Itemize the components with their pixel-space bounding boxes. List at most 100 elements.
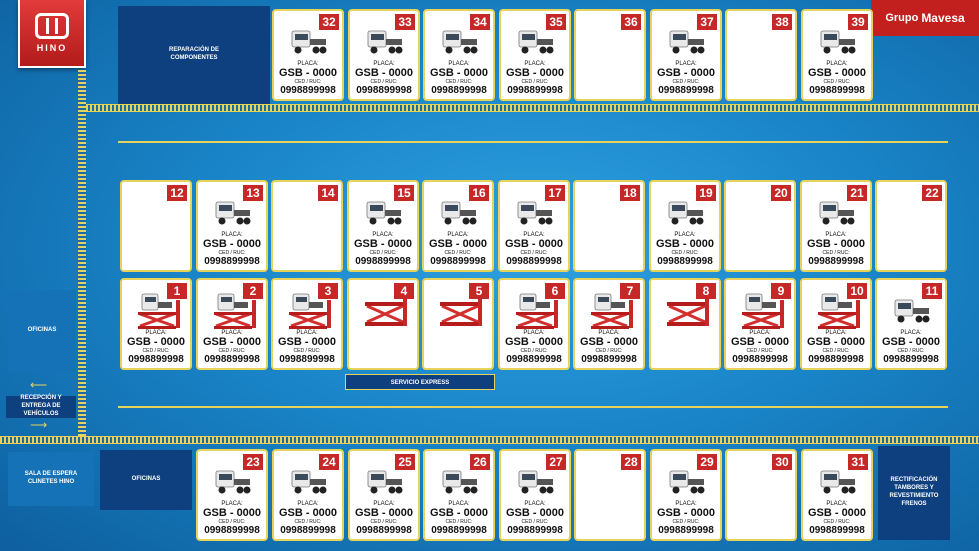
lane-line-bottom	[118, 406, 948, 408]
id-label: CED / RUC:	[897, 348, 925, 354]
id-label: CED / RUC:	[218, 519, 246, 525]
placa-label: PLACA:	[523, 330, 545, 336]
vehicle-info: PLACA: GSB - 0000 CED / RUC: 0998899998	[425, 61, 493, 96]
bay-8[interactable]: 8	[649, 278, 721, 370]
bay-9[interactable]: 9 PLACA: GSB - 0000 CED / RUC: 099889999…	[724, 278, 796, 370]
bay-22[interactable]: 22	[875, 180, 947, 272]
bay-2[interactable]: 2 PLACA: GSB - 0000 CED / RUC: 099889999…	[196, 278, 268, 370]
bay-number: 4	[394, 283, 414, 299]
group-brand: Grupo Mavesa	[871, 0, 979, 36]
bay-10[interactable]: 10 PLACA: GSB - 0000 CED / RUC: 09988999…	[800, 278, 872, 370]
truck-icon	[363, 198, 403, 228]
lift-truck-icon	[814, 292, 862, 332]
placa-label: PLACA:	[826, 61, 848, 67]
bay-21[interactable]: 21 PLACA: GSB - 0000 CED / RUC: 09988999…	[800, 180, 872, 272]
bay-28[interactable]: 28	[574, 449, 646, 541]
placa-value: GSB - 0000	[881, 336, 941, 348]
bay-1[interactable]: 1 PLACA: GSB - 0000 CED / RUC: 099889999…	[120, 278, 192, 370]
vehicle-info: PLACA: GSB - 0000 CED / RUC: 0998899998	[350, 61, 418, 96]
bay-37[interactable]: 37 PLACA: GSB - 0000 CED / RUC: 09988999…	[650, 9, 722, 101]
vehicle-info: PLACA: GSB - 0000 CED / RUC: 0998899998	[198, 330, 266, 365]
id-label: CED / RUC:	[672, 519, 700, 525]
bay-6[interactable]: 6 PLACA: GSB - 0000 CED / RUC: 099889999…	[498, 278, 570, 370]
bay-17[interactable]: 17 PLACA: GSB - 0000 CED / RUC: 09988999…	[498, 180, 570, 272]
placa-value: GSB - 0000	[428, 238, 488, 250]
lift-truck-icon	[512, 292, 560, 332]
truck-icon	[288, 27, 328, 57]
bay-38[interactable]: 38	[725, 9, 797, 101]
vehicle-info: PLACA: GSB - 0000 CED / RUC: 0998899998	[575, 330, 643, 365]
area-sala-espera: SALA DE ESPERA CLINETES HINO	[8, 452, 94, 506]
area-rectificacion-label: RECTIFICACIÓN TAMBORES Y REVESTIMIENTO F…	[889, 477, 939, 507]
placa-label: PLACA:	[825, 330, 847, 336]
vehicle-info: PLACA: GSB - 0000 CED / RUC: 0998899998	[349, 232, 417, 267]
truck-icon	[439, 467, 479, 497]
vehicle-info: PLACA: GSB - 0000 CED / RUC: 0998899998	[652, 61, 720, 96]
area-reparacion: REPARACIÓN DE COMPONENTES	[118, 6, 270, 104]
id-value: 0998899998	[431, 85, 487, 96]
bay-number: 28	[621, 454, 641, 470]
bay-33[interactable]: 33 PLACA: GSB - 0000 CED / RUC: 09988999…	[348, 9, 420, 101]
id-label: CED / RUC:	[746, 348, 774, 354]
bay-number: 34	[470, 14, 490, 30]
vehicle-info: PLACA: GSB - 0000 CED / RUC: 0998899998	[726, 330, 794, 365]
bay-15[interactable]: 15 PLACA: GSB - 0000 CED / RUC: 09988999…	[347, 180, 419, 272]
bay-30[interactable]: 30	[725, 449, 797, 541]
id-value: 0998899998	[356, 525, 412, 536]
id-label: CED / RUC:	[520, 250, 548, 256]
truck-icon	[666, 467, 706, 497]
bay-number: 9	[771, 283, 791, 299]
bay-29[interactable]: 29 PLACA: GSB - 0000 CED / RUC: 09988999…	[650, 449, 722, 541]
placa-value: GSB - 0000	[429, 507, 489, 519]
placa-value: GSB - 0000	[277, 336, 337, 348]
bay-20[interactable]: 20	[724, 180, 796, 272]
bay-number: 31	[848, 454, 868, 470]
bay-23[interactable]: 23 PLACA: GSB - 0000 CED / RUC: 09988999…	[196, 449, 268, 541]
bay-39[interactable]: 39 PLACA: GSB - 0000 CED / RUC: 09988999…	[801, 9, 873, 101]
bay-27[interactable]: 27 PLACA: GSB - 0000 CED / RUC: 09988999…	[499, 449, 571, 541]
bay-36[interactable]: 36	[574, 9, 646, 101]
placa-label: PLACA:	[373, 61, 395, 67]
group-name: Mavesa	[921, 11, 965, 25]
bay-31[interactable]: 31 PLACA: GSB - 0000 CED / RUC: 09988999…	[801, 449, 873, 541]
bay-18[interactable]: 18	[573, 180, 645, 272]
lift-icon	[436, 292, 484, 332]
placa-value: GSB - 0000	[354, 67, 414, 79]
area-oficinas-left-label: OFICINAS	[27, 327, 57, 334]
bay-4[interactable]: 4	[347, 278, 419, 370]
bay-7[interactable]: 7 PLACA: GSB - 0000 CED / RUC: 099889999…	[573, 278, 645, 370]
bay-35[interactable]: 35 PLACA: GSB - 0000 CED / RUC: 09988999…	[499, 9, 571, 101]
bay-12[interactable]: 12	[120, 180, 192, 272]
bay-13[interactable]: 13 PLACA: GSB - 0000 CED / RUC: 09988999…	[196, 180, 268, 272]
bay-14[interactable]: 14	[271, 180, 343, 272]
vehicle-info: PLACA: GSB - 0000 CED / RUC: 0998899998	[273, 330, 341, 365]
placa-label: PLACA:	[448, 501, 470, 507]
bay-number: 24	[319, 454, 339, 470]
area-rectificacion: RECTIFICACIÓN TAMBORES Y REVESTIMIENTO F…	[878, 446, 950, 540]
placa-value: GSB - 0000	[505, 507, 565, 519]
bay-24[interactable]: 24 PLACA: GSB - 0000 CED / RUC: 09988999…	[272, 449, 344, 541]
bay-number: 30	[772, 454, 792, 470]
bay-number: 37	[697, 14, 717, 30]
id-value: 0998899998	[204, 525, 260, 536]
vehicle-info: PLACA: GSB - 0000 CED / RUC: 0998899998	[501, 61, 569, 96]
bay-26[interactable]: 26 PLACA: GSB - 0000 CED / RUC: 09988999…	[423, 449, 495, 541]
bay-number: 18	[620, 185, 640, 201]
bay-11[interactable]: 11 PLACA: GSB - 0000 CED / RUC: 09988999…	[875, 278, 947, 370]
bay-number: 11	[922, 283, 942, 299]
placa-value: GSB - 0000	[354, 507, 414, 519]
bay-5[interactable]: 5	[422, 278, 494, 370]
bay-34[interactable]: 34 PLACA: GSB - 0000 CED / RUC: 09988999…	[423, 9, 495, 101]
bay-25[interactable]: 25 PLACA: GSB - 0000 CED / RUC: 09988999…	[348, 449, 420, 541]
id-label: CED / RUC:	[218, 348, 246, 354]
id-value: 0998899998	[128, 354, 184, 365]
bay-19[interactable]: 19 PLACA: GSB - 0000 CED / RUC: 09988999…	[649, 180, 721, 272]
bay-number: 7	[620, 283, 640, 299]
bay-32[interactable]: 32 PLACA: GSB - 0000 CED / RUC: 09988999…	[272, 9, 344, 101]
bay-16[interactable]: 16 PLACA: GSB - 0000 CED / RUC: 09988999…	[422, 180, 494, 272]
id-value: 0998899998	[280, 85, 336, 96]
bay-3[interactable]: 3 PLACA: GSB - 0000 CED / RUC: 099889999…	[271, 278, 343, 370]
truck-icon	[514, 198, 554, 228]
hino-logo-icon	[35, 13, 69, 39]
vehicle-info: PLACA: GSB - 0000 CED / RUC: 0998899998	[803, 501, 871, 536]
